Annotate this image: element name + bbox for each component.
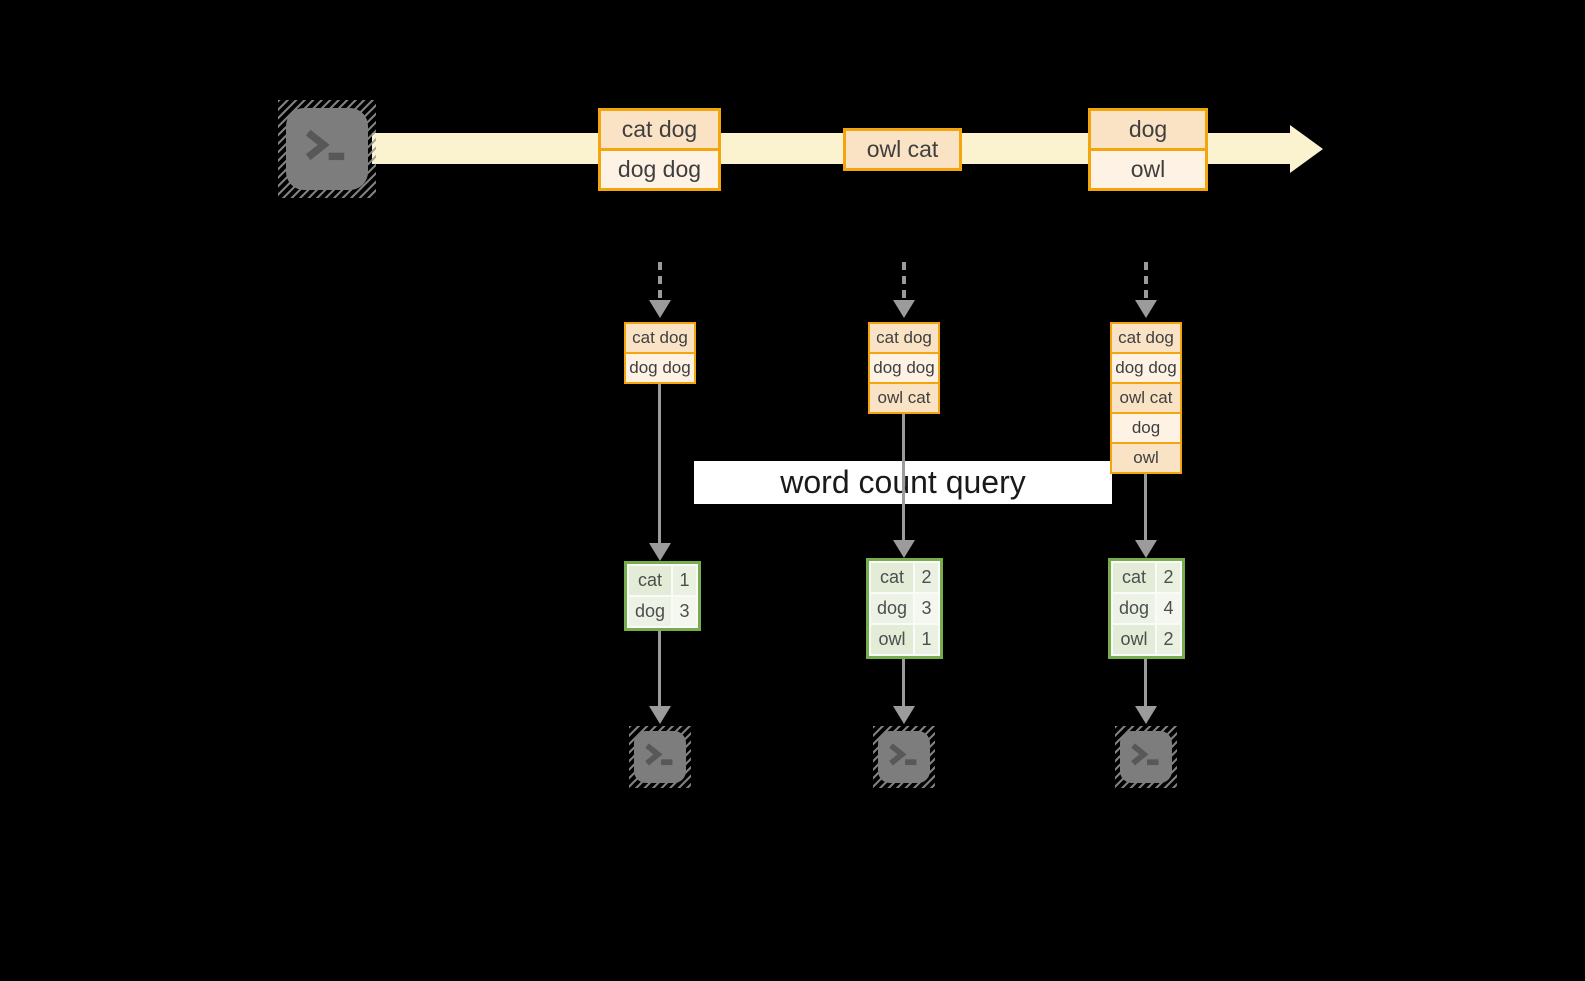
arrow-head-icon: [1135, 300, 1157, 318]
buffer-record: owl: [1110, 442, 1182, 474]
arrow-head-icon: [893, 300, 915, 318]
buffer-record: dog dog: [1110, 352, 1182, 384]
terminal-prompt-icon: [1131, 743, 1159, 766]
buffer-record: cat dog: [868, 322, 940, 354]
arrow-head-icon: [649, 300, 671, 318]
arrow-head-icon: [649, 706, 671, 724]
buffer-record: dog: [1110, 412, 1182, 444]
state-buffer-2: cat dog dog dog owl cat: [868, 322, 940, 414]
terminal-prompt-icon: [645, 743, 673, 766]
event-record: dog dog: [601, 148, 718, 188]
count-word: dog: [629, 597, 671, 626]
consumer-terminal-icon-2: [873, 726, 935, 788]
stream-event-1: cat dog dog dog: [598, 108, 721, 191]
stream-event-2: owl cat: [843, 128, 962, 171]
event-record: cat dog: [601, 111, 718, 148]
count-value: 2: [1157, 563, 1180, 592]
stream-event-3: dog owl: [1088, 108, 1208, 191]
dashed-arrow-line: [902, 262, 906, 298]
buffer-record: dog dog: [624, 352, 696, 384]
dashed-arrow-line: [658, 262, 662, 298]
consumer-terminal-icon-3: [1115, 726, 1177, 788]
count-word: cat: [1113, 563, 1155, 592]
arrow-line: [1144, 658, 1147, 706]
terminal-icon: [878, 731, 930, 783]
terminal-prompt-icon: [305, 129, 345, 161]
count-value: 1: [915, 625, 938, 654]
buffer-record: owl cat: [868, 382, 940, 414]
terminal-prompt-icon: [889, 743, 917, 766]
terminal-icon: [1120, 731, 1172, 783]
count-word: dog: [871, 594, 913, 623]
arrow-head-icon: [893, 706, 915, 724]
arrow-head-icon: [649, 543, 671, 561]
count-word: cat: [871, 563, 913, 592]
count-value: 2: [1157, 625, 1180, 654]
consumer-terminal-icon-1: [629, 726, 691, 788]
buffer-record: owl cat: [1110, 382, 1182, 414]
arrow-line: [658, 384, 661, 543]
count-word: owl: [871, 625, 913, 654]
count-value: 1: [673, 566, 696, 595]
count-value: 2: [915, 563, 938, 592]
event-record: dog: [1091, 111, 1205, 148]
buffer-record: dog dog: [868, 352, 940, 384]
event-record: owl cat: [846, 131, 959, 168]
arrow-head-icon: [1135, 706, 1157, 724]
event-record: owl: [1091, 148, 1205, 188]
buffer-record: cat dog: [1110, 322, 1182, 354]
arrow-head-icon: [1135, 540, 1157, 558]
count-table-1: cat 1 dog 3: [624, 561, 701, 631]
dashed-arrow-line: [1144, 262, 1148, 298]
arrow-head-icon: [893, 540, 915, 558]
producer-terminal-icon: [278, 100, 376, 198]
count-word: cat: [629, 566, 671, 595]
count-word: owl: [1113, 625, 1155, 654]
count-table-2: cat 2 dog 3 owl 1: [866, 558, 943, 659]
terminal-icon: [286, 108, 368, 190]
buffer-record: cat dog: [624, 322, 696, 354]
state-buffer-1: cat dog dog dog: [624, 322, 696, 384]
count-value: 3: [915, 594, 938, 623]
arrow-line: [902, 414, 905, 540]
count-word: dog: [1113, 594, 1155, 623]
stream-arrow-head-icon: [1290, 125, 1323, 173]
count-table-3: cat 2 dog 4 owl 2: [1108, 558, 1185, 659]
arrow-line: [902, 658, 905, 706]
count-value: 4: [1157, 594, 1180, 623]
arrow-line: [1144, 472, 1147, 540]
arrow-line: [658, 629, 661, 706]
state-buffer-3: cat dog dog dog owl cat dog owl: [1110, 322, 1182, 474]
count-value: 3: [673, 597, 696, 626]
terminal-icon: [634, 731, 686, 783]
